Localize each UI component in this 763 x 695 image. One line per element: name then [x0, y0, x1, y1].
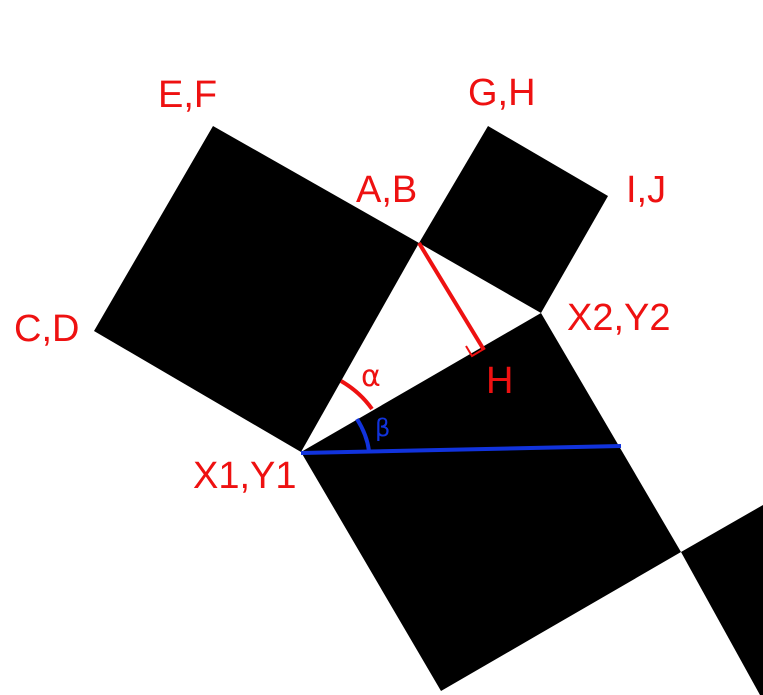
alpha-angle-arc — [339, 379, 374, 411]
right-angle-marker — [465, 345, 483, 358]
square-top — [419, 126, 608, 313]
label-ij: I,J — [626, 169, 666, 211]
label-beta: β — [375, 414, 390, 442]
square-corner-right — [681, 505, 763, 695]
perpendicular-line — [417, 241, 486, 352]
label-ab: A,B — [356, 169, 417, 211]
label-alpha: α — [361, 359, 381, 394]
label-ef: E,F — [158, 74, 217, 116]
square-left — [94, 126, 419, 452]
label-h: H — [486, 360, 513, 402]
label-cd: C,D — [14, 308, 79, 350]
label-x2y2: X2,Y2 — [567, 297, 671, 339]
square-bottom — [301, 313, 681, 691]
horizontal-reference-line — [300, 444, 622, 455]
label-gh: G,H — [468, 72, 536, 114]
beta-angle-arc — [355, 417, 371, 452]
label-x1y1: X1,Y1 — [193, 455, 297, 497]
